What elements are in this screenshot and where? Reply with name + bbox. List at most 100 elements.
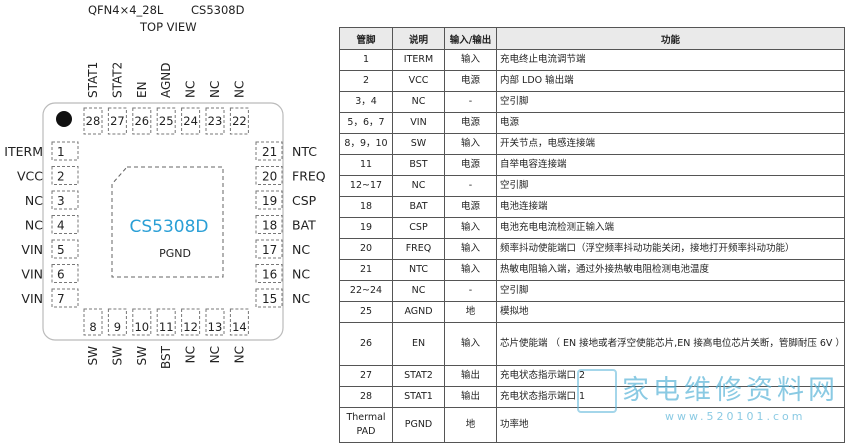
cell-pin: 2 — [339, 70, 393, 92]
view-label: TOP VIEW — [139, 20, 197, 34]
cell-name: VCC — [392, 70, 445, 92]
cell-function: 电源 — [496, 112, 845, 134]
pin-pad-bottom — [156, 308, 176, 336]
cell-function: 频率抖动使能端口（浮空频率抖动功能关闭，接地打开频率抖动功能） — [496, 238, 845, 260]
pin-pad-top — [156, 107, 176, 135]
pin-pad-right — [255, 141, 283, 161]
cell-name: PGND — [392, 407, 445, 443]
table-header-row: 管脚 说明 输入/输出 功能 — [339, 27, 845, 50]
pin-name: STAT2 — [110, 62, 124, 98]
pin-name: NC — [25, 193, 43, 208]
pin-number: 10 — [134, 320, 149, 334]
cell-io: 输出 — [444, 386, 497, 408]
cell-io: 输入 — [444, 133, 497, 155]
pin-number: 14 — [232, 320, 247, 334]
pin-name: FREQ — [292, 169, 326, 184]
pin-pad-right — [255, 215, 283, 234]
cell-name: VIN — [392, 112, 445, 134]
pin-pad-top — [83, 107, 103, 135]
pin-name: VIN — [21, 267, 43, 282]
pinout-diagram: QFN4×4_28L CS5308D TOP VIEW CS5308D PGND… — [4, 3, 326, 369]
watermark-url: www.520101.com — [665, 410, 806, 423]
pin-name: NC — [232, 81, 246, 98]
cell-pin: 20 — [339, 238, 393, 260]
header-name: 说明 — [392, 27, 445, 50]
pin-number: 26 — [134, 114, 149, 128]
cell-name: STAT2 — [392, 365, 445, 387]
cell-name: CSP — [392, 217, 445, 239]
pin-number: 17 — [262, 243, 277, 257]
pin-number: 25 — [159, 114, 174, 128]
pin-number: 2 — [57, 170, 65, 184]
pin-number: 22 — [232, 114, 247, 128]
pin-pad-right — [255, 288, 283, 308]
cell-io: 电源 — [444, 112, 497, 134]
center-part-label: CS5308D — [129, 217, 208, 237]
pin-pad-top — [132, 107, 152, 135]
cell-function: 模拟地 — [496, 301, 845, 323]
pin-pad-right — [255, 239, 283, 259]
cell-pin: 8，9，10 — [339, 133, 393, 155]
cell-pin: 26 — [339, 322, 393, 366]
cell-name: BAT — [392, 196, 445, 218]
pin-pad-bottom — [181, 308, 201, 336]
pin-pad-right — [255, 166, 283, 185]
pin-name: NTC — [292, 144, 317, 159]
center-pad — [111, 166, 224, 278]
pin-name: BST — [159, 345, 173, 369]
cell-name: NC — [392, 91, 445, 113]
pin-number: 12 — [183, 320, 198, 334]
pin-number: 21 — [262, 145, 277, 159]
cell-pin: 11 — [339, 154, 393, 176]
part-number: CS5308D — [191, 3, 245, 17]
pin-name: VCC — [17, 169, 43, 184]
cell-io: - — [444, 175, 497, 197]
cell-io: 输出 — [444, 365, 497, 387]
pin-name: SW — [135, 346, 149, 366]
pin-pad-right — [255, 190, 283, 210]
package-body — [42, 102, 284, 341]
pin-number: 7 — [57, 292, 65, 306]
pin-pad-left — [51, 239, 79, 259]
pin-name: ITERM — [4, 144, 43, 159]
pin-number: 4 — [57, 219, 65, 233]
pin-number: 1 — [57, 145, 65, 159]
cell-name: NC — [392, 175, 445, 197]
cell-name: SW — [392, 133, 445, 155]
cell-io: 输入 — [444, 259, 497, 281]
cell-io: - — [444, 280, 497, 302]
cell-io: - — [444, 91, 497, 113]
cell-name: EN — [392, 322, 445, 366]
pin-pad-left — [51, 288, 79, 308]
pin-name: CSP — [292, 193, 317, 208]
cell-pin: 18 — [339, 196, 393, 218]
cell-pin: 3，4 — [339, 91, 393, 113]
pin-pad-left — [51, 215, 79, 234]
pin-number: 16 — [262, 268, 277, 282]
pin-name: AGND — [159, 62, 173, 98]
pin-number: 5 — [57, 243, 65, 257]
cell-function: 电池充电电流检测正输入端 — [496, 217, 845, 239]
pin-pad-left — [51, 141, 79, 161]
pin-name: NC — [292, 291, 310, 306]
package-name: QFN4×4_28L — [88, 3, 164, 17]
cell-name: BST — [392, 154, 445, 176]
pin-name: SW — [86, 346, 100, 366]
pin-name: VIN — [21, 242, 43, 257]
cell-io: 输入 — [444, 49, 497, 71]
cell-pin: Thermal PAD — [339, 407, 393, 443]
pin-name: NC — [208, 81, 222, 98]
cell-io: 电源 — [444, 196, 497, 218]
